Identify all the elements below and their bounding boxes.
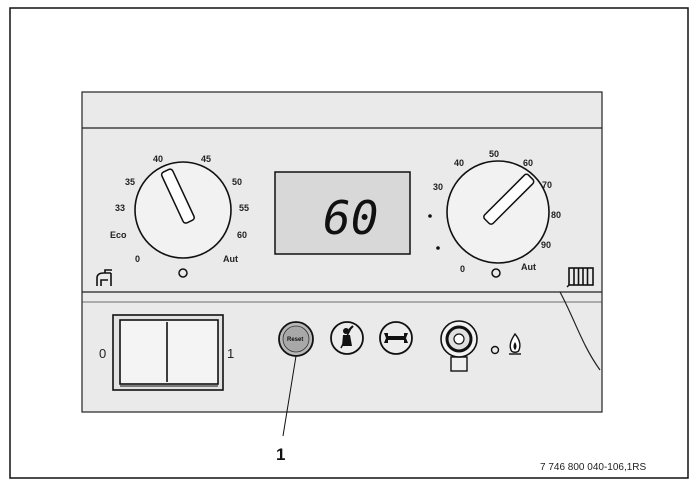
- radiator-icon: [566, 267, 594, 288]
- reset-button-label: Reset: [287, 337, 303, 343]
- dhw-scale-label: 45: [201, 154, 211, 164]
- pressure-gauge-icon: [453, 333, 465, 345]
- service-button[interactable]: [379, 321, 413, 355]
- display-frame: [274, 171, 411, 255]
- reset-button-face: [282, 325, 310, 353]
- heating-dial-scale: 30 40 50 60 70 80 90 Aut 0: [433, 149, 561, 274]
- dhw-temperature-dial[interactable]: [134, 161, 232, 278]
- pressure-gauge-stem: [450, 356, 468, 372]
- dhw-scale-label: 33: [115, 203, 125, 213]
- service-wrench-icon: [384, 333, 408, 343]
- tap-icon: [96, 269, 112, 286]
- dhw-scale-label: 50: [232, 177, 242, 187]
- dhw-scale-label: 0: [135, 254, 140, 264]
- display-dot-lower: [436, 246, 440, 250]
- dhw-scale-label: 60: [237, 230, 247, 240]
- reset-button[interactable]: Reset: [278, 321, 314, 357]
- dhw-scale-label: Eco: [110, 230, 127, 240]
- heating-scale-label: 70: [542, 180, 552, 190]
- status-lamp-icon: [490, 345, 500, 355]
- chimney-sweep-button[interactable]: [330, 321, 364, 355]
- callout-leader-line: [282, 355, 297, 437]
- figure-reference: 7 746 800 040-106,1RS: [540, 462, 647, 473]
- flame-icon: [509, 332, 521, 355]
- heating-scale-label: 30: [433, 182, 443, 192]
- dhw-dial-indicator-dot: [178, 268, 188, 278]
- switch-rocker[interactable]: [119, 319, 219, 385]
- dhw-scale-label: Aut: [223, 254, 238, 264]
- heating-scale-label: 80: [551, 210, 561, 220]
- heating-scale-label: 40: [454, 158, 464, 168]
- heating-temperature-dial[interactable]: [446, 160, 550, 278]
- heating-scale-label: Aut: [521, 262, 536, 272]
- heating-scale-label: 90: [541, 240, 551, 250]
- dhw-dial-scale: Eco 33 35 40 45 50 55 60 Aut 0: [110, 154, 249, 264]
- dhw-scale-label: 40: [153, 154, 163, 164]
- switch-on-label: 1: [227, 346, 234, 361]
- display-dot-upper: [428, 214, 432, 218]
- pressure-gauge: [440, 320, 478, 372]
- heating-dial-indicator-dot: [491, 268, 501, 278]
- dhw-scale-label: 35: [125, 177, 135, 187]
- heating-scale-label: 0: [460, 264, 465, 274]
- display-value: 60: [323, 191, 378, 245]
- heating-dial-pointer: [483, 173, 535, 225]
- temperature-display: 60: [274, 171, 440, 255]
- heating-scale-label: 50: [489, 149, 499, 159]
- callout-number: 1: [276, 445, 285, 464]
- switch-off-label: 0: [99, 346, 106, 361]
- heating-scale-label: 60: [523, 158, 533, 168]
- chimney-sweep-icon: [340, 325, 354, 349]
- dhw-dial-pointer: [160, 168, 195, 224]
- main-power-switch[interactable]: 0 1: [99, 314, 234, 391]
- panel-side-curve: [559, 291, 601, 371]
- dhw-scale-label: 55: [239, 203, 249, 213]
